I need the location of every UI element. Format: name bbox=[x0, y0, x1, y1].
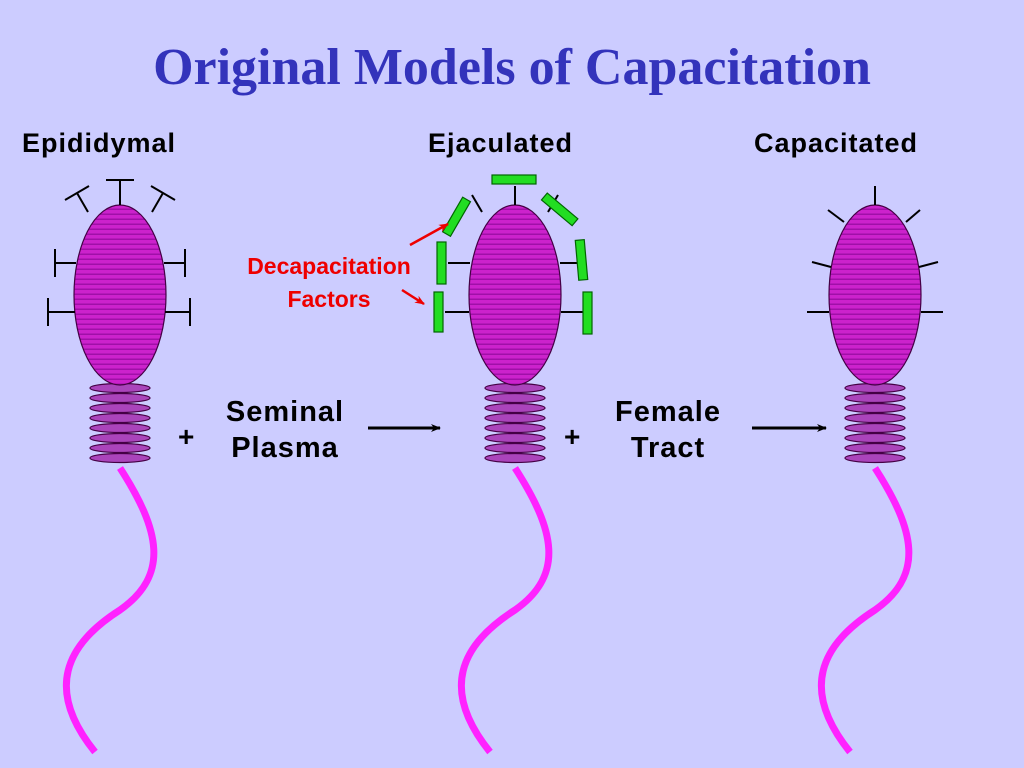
step-label-line-2: Tract bbox=[630, 432, 706, 464]
plus-sign-2: + bbox=[564, 421, 582, 452]
head bbox=[468, 204, 562, 386]
step-label-line-2: Plasma bbox=[231, 432, 339, 464]
stage-label-capacitated: Capacitated bbox=[754, 128, 919, 158]
annotation-pointer-1 bbox=[409, 222, 449, 247]
receptors bbox=[807, 186, 943, 313]
midpiece bbox=[484, 382, 546, 464]
tail bbox=[818, 466, 913, 755]
step-label-female-tract: Female Tract bbox=[590, 394, 746, 466]
tail bbox=[63, 466, 158, 755]
midpiece bbox=[844, 382, 906, 464]
receptors bbox=[47, 179, 191, 326]
head bbox=[828, 204, 922, 386]
decapacitation-factors bbox=[433, 174, 593, 335]
slide-title: Original Models of Capacitation bbox=[153, 39, 871, 96]
sperm-ejaculated bbox=[433, 174, 593, 755]
annotation-pointer-2 bbox=[401, 288, 425, 306]
receptors bbox=[445, 186, 585, 313]
step-label-line-1: Female bbox=[615, 396, 721, 428]
plus-sign-1: + bbox=[178, 421, 196, 452]
sperm-epididymal bbox=[47, 179, 191, 755]
annotation-line-2: Factors bbox=[287, 286, 371, 312]
tail bbox=[458, 466, 553, 755]
head bbox=[73, 204, 167, 386]
step-label-seminal-plasma: Seminal Plasma bbox=[200, 394, 370, 466]
annotation-decapacitation-factors: Decapacitation Factors bbox=[218, 250, 440, 316]
annotation-line-1: Decapacitation bbox=[247, 253, 411, 279]
sperm-capacitated bbox=[807, 186, 943, 755]
midpiece bbox=[89, 382, 151, 464]
stage-label-ejaculated: Ejaculated bbox=[428, 128, 574, 158]
stage-label-epididymal: Epididymal bbox=[22, 128, 177, 158]
step-label-line-1: Seminal bbox=[225, 396, 345, 428]
